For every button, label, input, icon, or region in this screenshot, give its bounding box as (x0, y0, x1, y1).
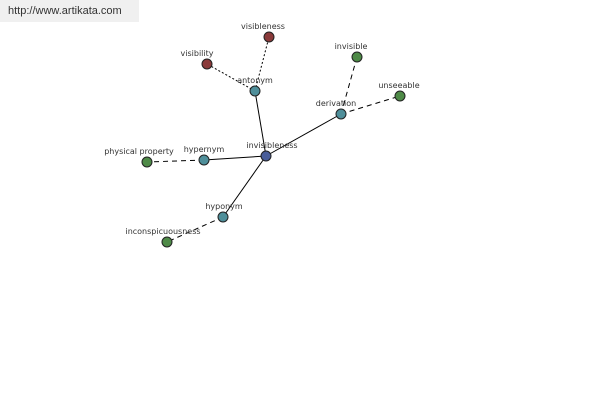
edge-derivation-invisible (340, 56, 358, 115)
edge-root-antonym (254, 90, 267, 157)
node-invisible[interactable] (351, 51, 363, 63)
label-inconspicuousness: inconspicuousness (125, 227, 200, 236)
watermark-link[interactable]: http://www.artikata.com (0, 0, 139, 22)
node-hyponym[interactable] (217, 211, 229, 223)
label-hyponym: hyponym (205, 202, 243, 211)
edge-antonym-visibleness (254, 36, 270, 92)
node-inconspicuousness[interactable] (161, 236, 173, 248)
node-antonym[interactable] (249, 85, 261, 97)
node-derivation[interactable] (335, 108, 347, 120)
edge-derivation-unseeable (340, 95, 401, 115)
label-physical-property: physical property (104, 147, 174, 156)
label-unseeable: unseeable (378, 81, 419, 90)
edge-antonym-visibility (206, 63, 256, 92)
edge-hypernym-physical-property (146, 159, 205, 163)
label-hypernym: hypernym (184, 145, 225, 154)
node-hypernym[interactable] (198, 154, 210, 166)
node-visibleness[interactable] (263, 31, 275, 43)
label-invisible: invisible (335, 42, 368, 51)
label-visibleness: visibleness (241, 22, 285, 31)
node-unseeable[interactable] (394, 90, 406, 102)
edge-hyponym-inconspicuousness (166, 216, 224, 243)
label-antonym: antonym (237, 76, 273, 85)
edge-root-derivation (265, 113, 342, 157)
edge-root-hyponym (222, 155, 267, 218)
node-root[interactable] (260, 150, 272, 162)
label-visibility: visibility (181, 49, 214, 58)
node-physical-property[interactable] (141, 156, 153, 168)
node-visibility[interactable] (201, 58, 213, 70)
label-derivation: derivation (316, 99, 356, 108)
label-root: invisibleness (246, 141, 297, 150)
edge-root-hypernym (203, 155, 267, 161)
